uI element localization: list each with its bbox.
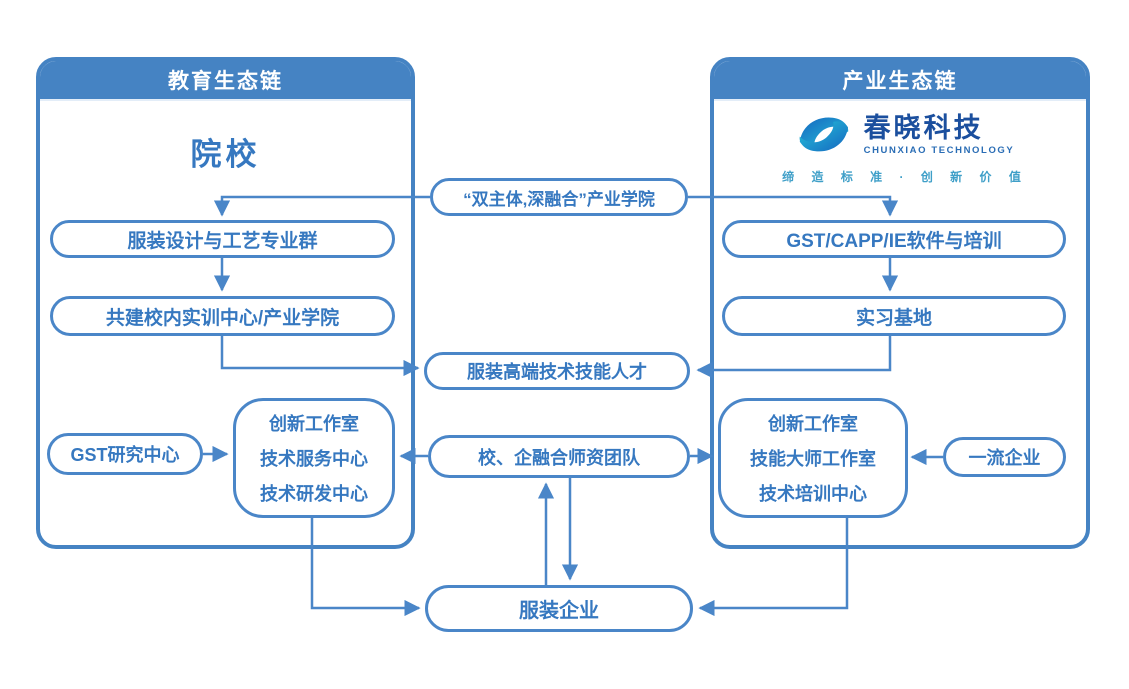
edge-leftbox-to-garment [310, 518, 421, 617]
logo-text-block: 春晓科技 CHUNXIAO TECHNOLOGY [863, 113, 1015, 156]
company-name-en: CHUNXIAO TECHNOLOGY [863, 144, 1015, 156]
colleges-heading: 院校 [190, 137, 261, 172]
node-training-center: 共建校内实训中心/产业学院 [50, 296, 395, 336]
right-center-box-line-2: 技能大师工作室 [750, 449, 876, 469]
left-center-box-line-3: 技术研发中心 [260, 484, 368, 504]
education-chain-title: 教育生态链 [168, 70, 283, 93]
edge-rightbox-to-garment [698, 518, 849, 617]
logo-lockup: 春晓科技 CHUNXIAO TECHNOLOGY [796, 112, 1015, 158]
right-center-box-line-3: 技术培训中心 [759, 484, 867, 504]
edge-college-to-majorgroup [213, 195, 430, 217]
industry-chain-header: 产业生态链 [714, 61, 1086, 101]
node-highend-talents: 服装高端技术技能人才 [424, 352, 690, 390]
left-center-box-line-1: 创新工作室 [269, 414, 359, 434]
industry-chain-title: 产业生态链 [842, 70, 958, 93]
node-garment-enterprise: 服装企业 [425, 585, 693, 632]
node-gst-research-center: GST研究中心 [47, 433, 203, 475]
node-major-group: 服装设计与工艺专业群 [50, 220, 395, 258]
edge-internship-to-talents [696, 336, 892, 379]
node-software-training: GST/CAPP/IE软件与培训 [722, 220, 1066, 258]
education-chain-header: 教育生态链 [40, 61, 411, 101]
edge-college-to-software [688, 195, 899, 217]
right-center-box-line-1: 创新工作室 [768, 414, 858, 434]
edge-trainingcenter-to-talents [220, 336, 420, 377]
node-teacher-team: 校、企融合师资团队 [428, 435, 690, 478]
left-center-box-line-2: 技术服务中心 [260, 449, 368, 469]
company-tagline: 缔 造 标 准 · 创 新 价 值 [782, 170, 1028, 184]
node-right-center-box: 创新工作室 技能大师工作室 技术培训中心 [718, 398, 908, 518]
company-name: 春晓科技 [863, 113, 984, 144]
swirl-logo-icon [799, 117, 848, 152]
company-logo: 春晓科技 CHUNXIAO TECHNOLOGY 缔 造 标 准 · 创 新 价… [782, 112, 1021, 185]
node-top-enterprise: 一流企业 [943, 437, 1066, 477]
node-internship-base: 实习基地 [722, 296, 1066, 336]
node-industry-college: “双主体,深融合”产业学院 [430, 178, 688, 216]
node-left-center-box: 创新工作室 技术服务中心 技术研发中心 [233, 398, 395, 518]
